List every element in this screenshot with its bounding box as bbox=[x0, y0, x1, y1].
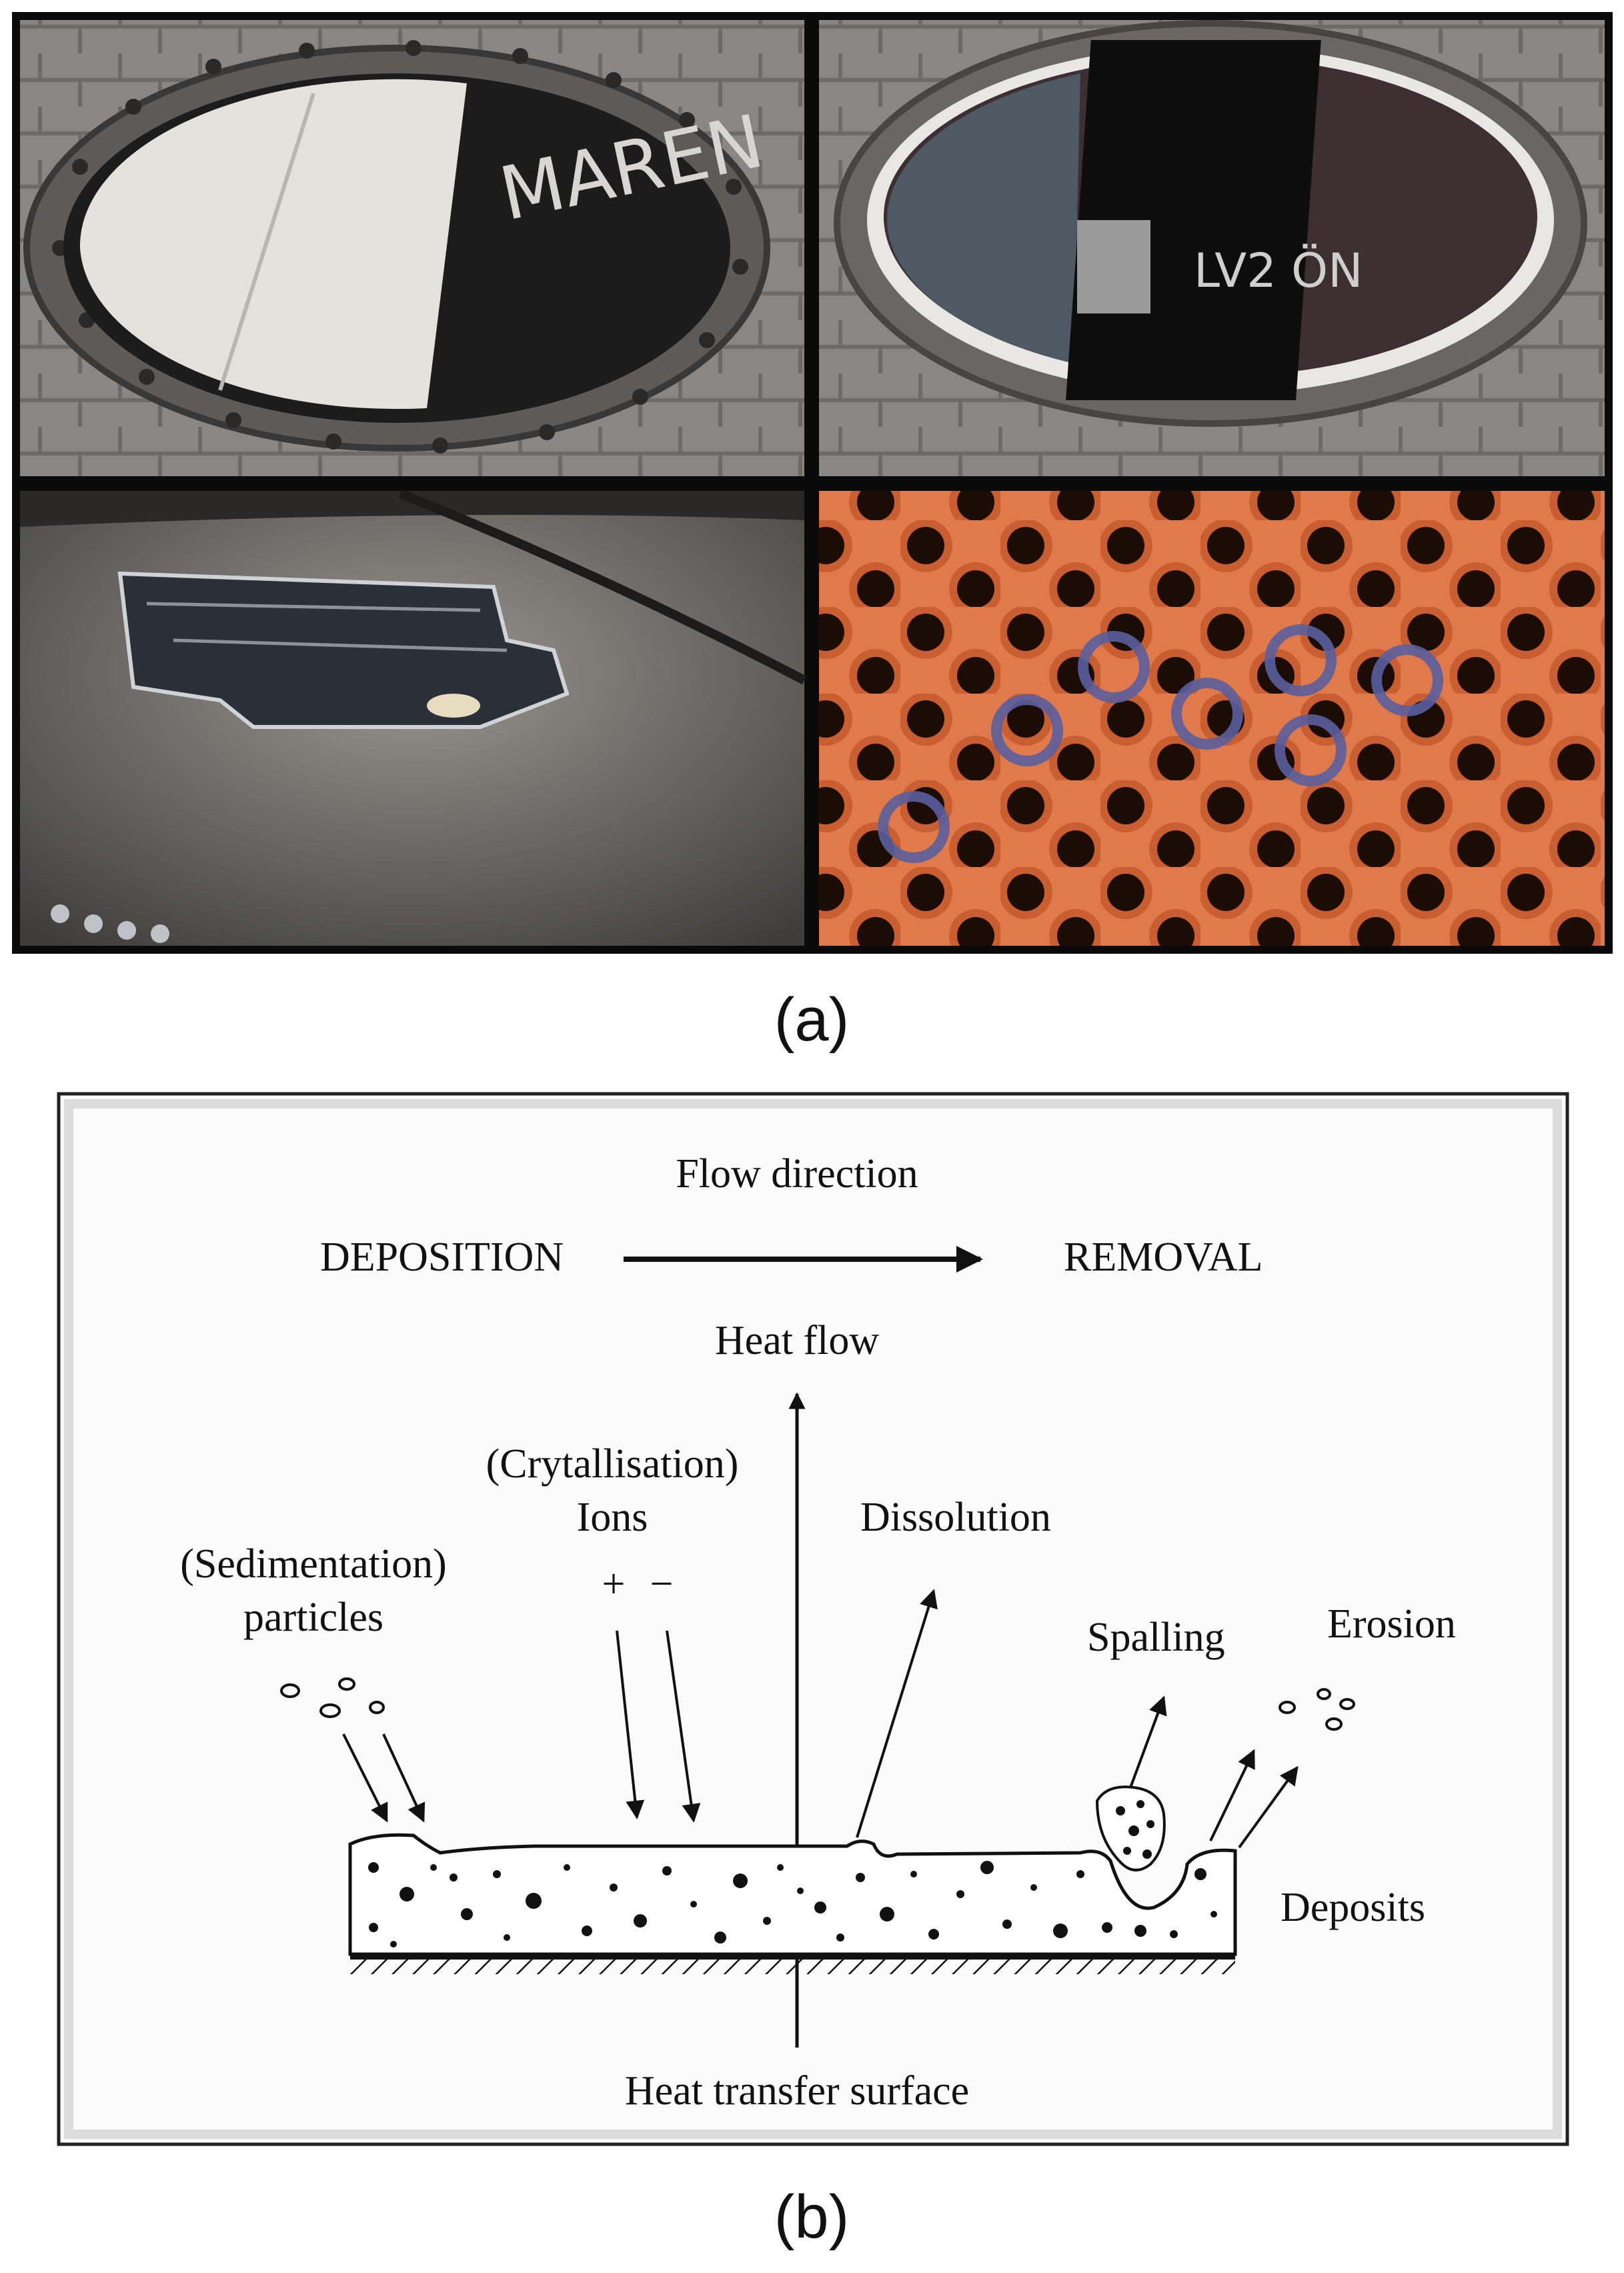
scribble-lv2: LV2 ÖN bbox=[1194, 243, 1363, 298]
erosion-arrow-1 bbox=[1209, 1749, 1255, 1841]
photo-orange-tube-holes bbox=[819, 491, 1605, 946]
label-deposits: Deposits bbox=[1281, 1885, 1425, 1930]
label-ions: Ions bbox=[577, 1495, 648, 1540]
ion-arrow-plus bbox=[616, 1630, 645, 1819]
label-particles: particles bbox=[243, 1595, 383, 1640]
dissolution-arrow bbox=[856, 1589, 938, 1838]
sediment-arrow-2 bbox=[382, 1733, 426, 1823]
spalling-arrow bbox=[1129, 1695, 1167, 1788]
photo-deposit-flake bbox=[20, 489, 807, 946]
label-flow-direction: Flow direction bbox=[676, 1151, 918, 1197]
caption-b: (b) bbox=[774, 2183, 849, 2251]
label-sedimentation: (Sedimentation) bbox=[180, 1541, 446, 1587]
fouling-diagram: Flow direction DEPOSITION REMOVAL Heat f… bbox=[57, 1092, 1569, 2146]
eroded-particles bbox=[1279, 1688, 1355, 1731]
label-erosion: Erosion bbox=[1327, 1601, 1456, 1647]
label-spalling: Spalling bbox=[1087, 1615, 1225, 1660]
label-heat-transfer-surface: Heat transfer surface bbox=[625, 2068, 969, 2114]
caption-a: (a) bbox=[774, 986, 849, 1054]
label-heat-flow: Heat flow bbox=[715, 1318, 879, 1363]
label-deposition: DEPOSITION bbox=[320, 1235, 564, 1280]
deposit-layer bbox=[348, 1833, 1237, 1956]
label-crystallisation: (Crytallisation) bbox=[486, 1441, 739, 1487]
photo-grid: MAREN LV2 ÖN bbox=[12, 12, 1613, 954]
label-dissolution: Dissolution bbox=[860, 1495, 1051, 1540]
sediment-particles bbox=[280, 1677, 385, 1718]
heat-transfer-surface-hatch bbox=[350, 1960, 1235, 1974]
ion-plus-sign: + bbox=[602, 1561, 626, 1607]
label-removal: REMOVAL bbox=[1064, 1235, 1263, 1280]
erosion-arrow-2 bbox=[1238, 1765, 1299, 1849]
deposit-dots bbox=[368, 1861, 1217, 1948]
ion-arrow-minus bbox=[666, 1630, 701, 1823]
photo-tube-sheet-dark-strips: LV2 ÖN bbox=[819, 20, 1605, 476]
sediment-arrow-1 bbox=[342, 1733, 388, 1823]
photo-tube-sheet-half-painted: MAREN bbox=[20, 20, 804, 476]
ion-minus-sign: − bbox=[650, 1561, 674, 1607]
